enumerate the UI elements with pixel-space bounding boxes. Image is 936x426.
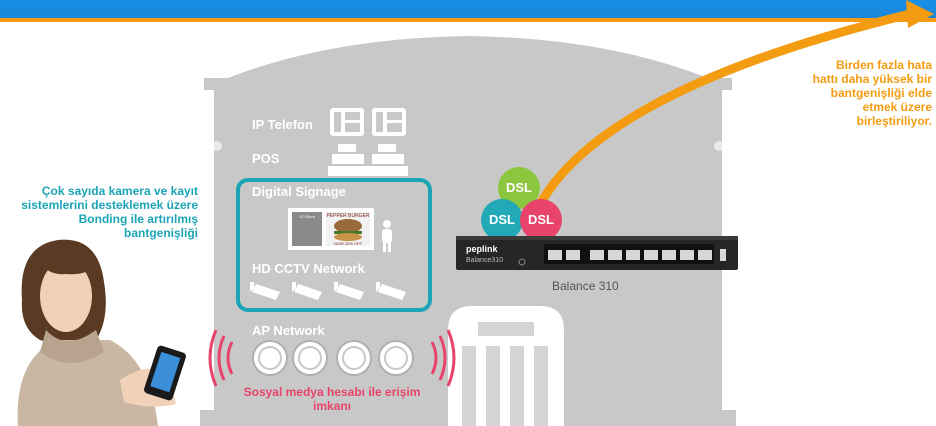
cctv-camera-icon: [250, 282, 280, 300]
building-cornice: [204, 78, 732, 90]
person-icon: [382, 220, 392, 252]
phone-icon: [372, 108, 406, 136]
top-accent-stripe: [0, 18, 936, 22]
dsl-bubble-green: [498, 167, 540, 209]
bonding-note: Çok sayıda kamera ve kayıt sistemlerini …: [21, 184, 198, 240]
pos-register-icon: [328, 144, 368, 176]
balance-310-router: [456, 236, 738, 270]
device-label: Balance 310: [552, 279, 619, 293]
signage-screen-text: PEPPER BURGER: [326, 213, 369, 219]
top-banner: [0, 0, 936, 22]
dsl-label-pink: DSL: [528, 212, 554, 227]
dsl-bubble-teal: [481, 199, 523, 241]
digital-signage-screen: [288, 208, 374, 250]
dsl-bubble-pink: [520, 199, 562, 241]
router-model: Balance310: [466, 257, 503, 264]
column-decoration: [212, 141, 724, 151]
social-access-note: Sosyal medya hesabı ile erişim imkanı: [243, 385, 421, 413]
dsl-label-green: DSL: [506, 180, 532, 195]
wifi-access-point-icon: [336, 340, 372, 376]
woman-with-smartphone-illustration: [17, 239, 176, 426]
multi-line-note: Birden fazla hata hattı daha yüksek bir …: [812, 58, 932, 128]
signal-waves-icon: [430, 329, 456, 387]
pos-label: POS: [252, 151, 280, 166]
cctv-camera-icon: [292, 282, 322, 300]
digital-signage-label: Digital Signage: [252, 184, 346, 199]
wifi-access-point-icon: [292, 340, 328, 376]
smartphone-icon: [144, 345, 186, 401]
ip-phone-label: IP Telefon: [252, 117, 313, 132]
building-door: [448, 306, 564, 426]
bandwidth-arrow: [533, 9, 915, 213]
cctv-camera-icon: [334, 282, 364, 300]
signage-offer-text: NOW 20% OFF: [334, 241, 363, 246]
router-brand: peplink: [466, 244, 498, 254]
dsl-label-teal: DSL: [489, 212, 515, 227]
hd-cctv-label: HD CCTV Network: [252, 261, 365, 276]
ap-network-label: AP Network: [252, 323, 325, 338]
bonding-highlight-box: [236, 178, 432, 312]
phone-icon: [330, 108, 364, 136]
pos-register-icon: [368, 144, 408, 176]
wifi-access-point-icon: [378, 340, 414, 376]
wifi-access-point-icon: [252, 340, 288, 376]
signal-waves-icon: [208, 329, 234, 387]
signage-time-text: 12:30pm: [299, 214, 315, 219]
building-dome: [228, 36, 708, 78]
cctv-camera-icon: [376, 282, 406, 300]
arrow-head: [906, 0, 934, 28]
